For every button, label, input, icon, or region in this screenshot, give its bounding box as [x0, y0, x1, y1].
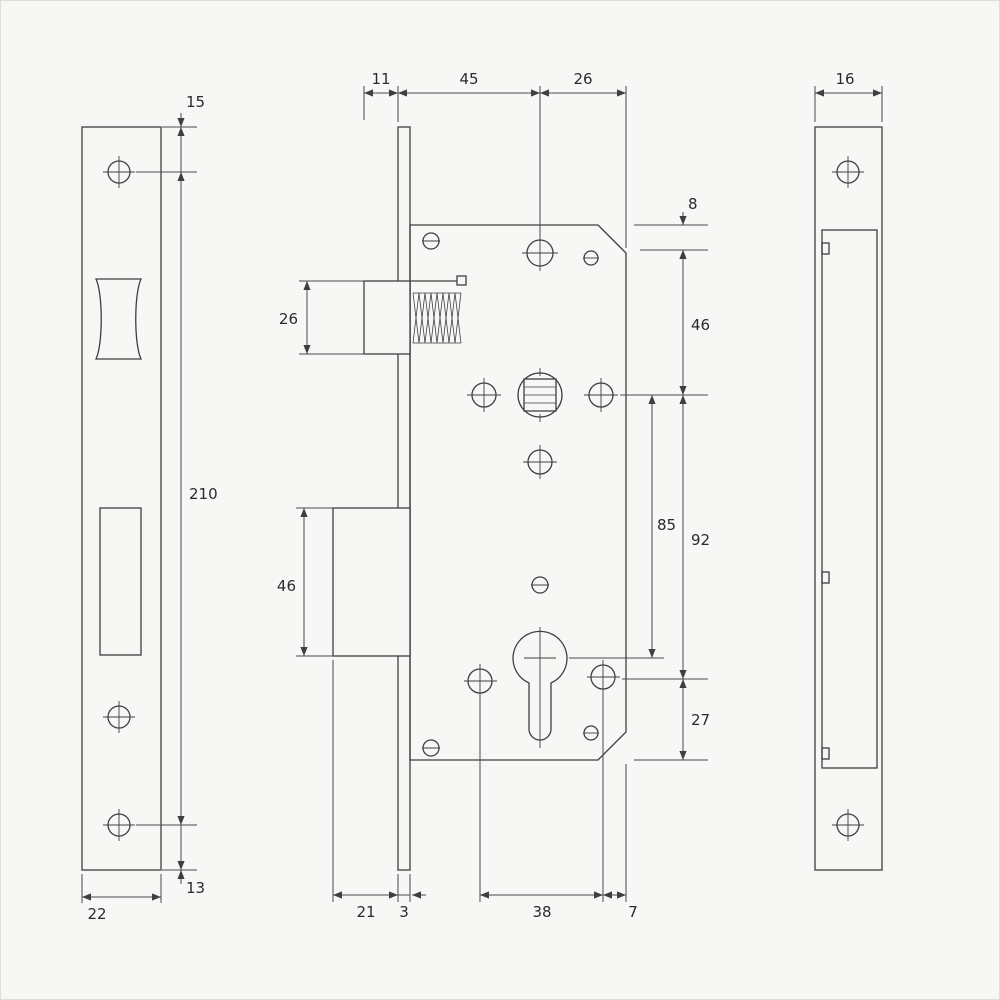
dim-label-follower-to-cylinder: 85: [657, 516, 676, 534]
dim-label-bottom-margin: 27: [691, 711, 710, 729]
dim-case-right: 8 46 92 27: [620, 195, 710, 761]
deadbolt-cutout: [99, 507, 142, 656]
case-hole-top-right: [583, 250, 599, 266]
dim-label-bottom-hole-offset: 13: [186, 879, 205, 897]
dim-label-plate-width: 22: [87, 905, 106, 923]
case-screw-small: [531, 576, 549, 594]
faceplate-side-view: 16: [814, 70, 883, 871]
dim-label-overall-height: 210: [189, 485, 218, 503]
dim-label-top-margin: 8: [688, 195, 698, 213]
dim-latch-height: 26: [279, 280, 364, 355]
dim-deadbolt-height: 46: [277, 507, 333, 657]
edge-notch-middle: [821, 571, 830, 584]
faceplate-outline: [81, 126, 162, 871]
latch-spring: [412, 292, 462, 344]
screw-hole-bottom: [103, 809, 135, 841]
dim-label-side-width: 16: [835, 70, 854, 88]
lock-case-view: 11 45 26 26 46 8: [277, 70, 710, 921]
dim-label-upper-span: 46: [691, 316, 710, 334]
handle-follower: [517, 368, 563, 422]
latch-bolt: [363, 280, 411, 355]
side-screw-hole-bottom: [832, 809, 864, 841]
follower-screw-left: [467, 378, 501, 412]
faceplate-front-view: 15 210 13 22: [81, 93, 218, 923]
dim-label-backset: 45: [459, 70, 478, 88]
euro-cylinder-hole: [512, 627, 568, 748]
dim-side-plate-width: 16: [814, 70, 883, 122]
dim-case-bottom: 21 3 38 7: [332, 660, 638, 921]
cylinder-screw-left: [464, 664, 497, 698]
screw-hole-middle: [103, 701, 135, 733]
side-screw-hole-top: [832, 156, 864, 188]
dim-label-right-section: 26: [573, 70, 592, 88]
case-screw-bottom-left: [422, 739, 440, 757]
dim-label-deadbolt-projection: 21: [356, 903, 375, 921]
dim-front-plate-vertical: 15 210 13: [136, 93, 218, 897]
screw-hole-top: [103, 156, 135, 188]
edge-notch-bottom: [821, 747, 830, 760]
case-hole-top-center: [522, 235, 558, 271]
dim-label-cylinder-screw-span: 38: [532, 903, 551, 921]
case-edge-outline: [821, 229, 878, 769]
dim-label-right-margin: 7: [628, 903, 638, 921]
dim-front-plate-width: 22: [81, 874, 162, 923]
side-plate-outline: [814, 126, 883, 871]
dim-label-latch-height: 26: [279, 310, 298, 328]
dim-case-top: 11 45 26: [363, 70, 627, 248]
case-hole-mid: [523, 445, 557, 479]
dim-label-top-hole-offset: 15: [186, 93, 205, 111]
case-screw-top-left: [422, 232, 440, 250]
deadbolt: [332, 507, 411, 657]
dim-label-plate-thickness: 3: [399, 903, 409, 921]
lock-case-outline: [409, 224, 627, 761]
latch-guide-block: [456, 275, 467, 286]
dim-follower-to-cylinder: 85: [569, 395, 676, 659]
follower-screw-right: [584, 378, 618, 412]
latch-cutout: [94, 278, 143, 360]
case-hole-bottom-right: [583, 725, 599, 741]
edge-notch-top: [821, 242, 830, 255]
dim-label-latch-projection: 11: [371, 70, 390, 88]
cylinder-screw-right: [587, 660, 620, 694]
dim-label-deadbolt-height: 46: [277, 577, 296, 595]
dim-label-axis-span: 92: [691, 531, 710, 549]
